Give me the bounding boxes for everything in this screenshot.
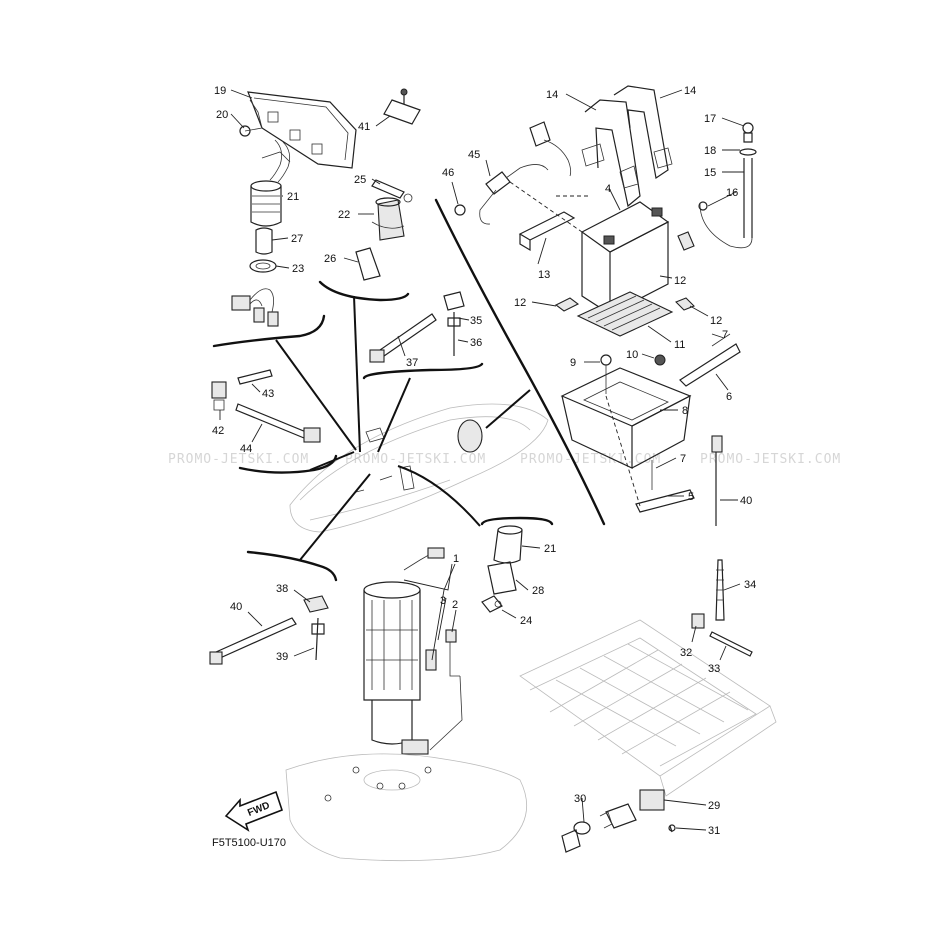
callout-20: 20 <box>216 109 228 121</box>
battery-area <box>454 85 757 337</box>
battery-box <box>560 333 741 513</box>
left-lower-clamps <box>209 595 329 665</box>
callout-35: 35 <box>470 315 482 327</box>
callout-33: 33 <box>708 663 720 675</box>
callout-38: 38 <box>276 583 288 595</box>
watermark-row: PROMO-JETSKI.COM PROMO-JETSKI.COM PROMO-… <box>168 452 841 467</box>
callout-11: 11 <box>674 339 685 351</box>
callout-15: 15 <box>704 167 716 179</box>
callout-42: 42 <box>212 425 224 437</box>
callout-9: 9 <box>570 357 576 369</box>
callout-17: 17 <box>704 113 716 125</box>
callout-23: 23 <box>292 263 304 275</box>
callout-40-left: 40 <box>230 601 242 613</box>
section-brackets <box>212 198 606 582</box>
filler-parts <box>481 525 523 613</box>
callout-39: 39 <box>276 651 288 663</box>
diagram-code: F5T5100-U170 <box>212 837 286 849</box>
watermark-1: PROMO-JETSKI.COM <box>168 452 309 467</box>
watermark-3: PROMO-JETSKI.COM <box>520 452 661 467</box>
center-top-parts <box>355 88 421 281</box>
callout-46: 46 <box>442 167 454 179</box>
callout-14-right: 14 <box>684 85 696 97</box>
callout-labels: 19 20 21 27 23 41 25 22 26 14 14 17 18 1… <box>212 85 756 837</box>
callout-19: 19 <box>214 85 226 97</box>
callout-12-b: 12 <box>514 297 526 309</box>
callout-40-right: 40 <box>740 495 752 507</box>
callout-30: 30 <box>574 793 586 805</box>
callout-37: 37 <box>406 357 418 369</box>
meter-assembly <box>231 91 357 327</box>
callout-27: 27 <box>291 233 303 245</box>
callout-12-a: 12 <box>674 275 686 287</box>
callout-28: 28 <box>532 585 544 597</box>
callout-12-c: 12 <box>710 315 722 327</box>
callout-18: 18 <box>704 145 716 157</box>
callout-29: 29 <box>708 800 720 812</box>
right-ties <box>691 435 753 657</box>
callout-21: 21 <box>287 191 299 203</box>
callout-45: 45 <box>468 149 480 161</box>
callout-7-top: 7 <box>722 329 728 341</box>
callout-6: 6 <box>726 391 732 403</box>
leader-lines <box>219 89 745 831</box>
callout-32: 32 <box>680 647 692 659</box>
callout-36: 36 <box>470 337 482 349</box>
callout-16: 16 <box>726 187 738 199</box>
callout-10: 10 <box>626 349 638 361</box>
fuel-pump <box>285 547 527 862</box>
callout-25: 25 <box>354 174 366 186</box>
watermark-4: PROMO-JETSKI.COM <box>700 452 841 467</box>
callout-41: 41 <box>358 121 370 133</box>
callout-44: 44 <box>240 443 252 455</box>
clamps-and-ties <box>211 291 465 443</box>
callout-2: 2 <box>452 599 458 611</box>
callout-13: 13 <box>538 269 550 281</box>
callout-8: 8 <box>682 405 688 417</box>
deck-grid <box>519 619 777 797</box>
callout-1: 1 <box>453 553 459 565</box>
callout-4: 4 <box>605 183 611 195</box>
watercraft-hull <box>289 403 549 533</box>
watermark-2: PROMO-JETSKI.COM <box>345 452 486 467</box>
callout-14-left: 14 <box>546 89 558 101</box>
callout-24: 24 <box>520 615 532 627</box>
callout-22: 22 <box>338 209 350 221</box>
callout-7-bottom: 7 <box>680 453 686 465</box>
callout-31: 31 <box>708 825 720 837</box>
callout-34: 34 <box>744 579 756 591</box>
callout-43: 43 <box>262 388 274 400</box>
callout-5: 5 <box>688 491 694 503</box>
callout-3: 3 <box>440 595 446 607</box>
callout-26: 26 <box>324 253 336 265</box>
callout-21-lower: 21 <box>544 543 556 555</box>
fwd-arrow-icon: FWD <box>224 790 283 832</box>
